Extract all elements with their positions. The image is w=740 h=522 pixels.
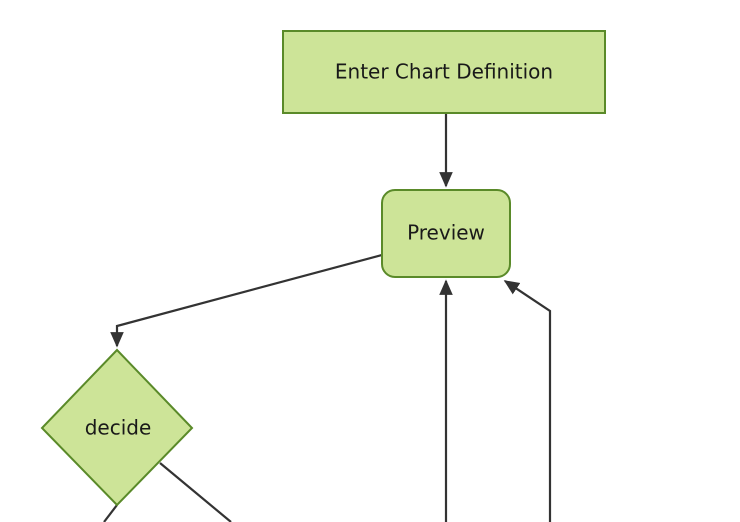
node-decide[interactable]: decide (40, 348, 194, 507)
edge-preview-to-decide[interactable] (110, 253, 383, 348)
node-enter-chart-definition-shape[interactable] (282, 30, 606, 114)
node-decide-shape[interactable] (40, 348, 194, 507)
node-preview-shape[interactable] (381, 189, 511, 278)
edge-into-preview-bottom-right[interactable] (503, 280, 552, 522)
edge-decide-out-right[interactable] (159, 462, 232, 522)
node-preview[interactable]: Preview (381, 189, 511, 278)
edge-layer (103, 113, 552, 522)
node-layer: Enter Chart Definition Preview decide (40, 30, 606, 507)
edge-decide-out-left[interactable] (103, 504, 118, 522)
node-enter-chart-definition[interactable]: Enter Chart Definition (282, 30, 606, 114)
